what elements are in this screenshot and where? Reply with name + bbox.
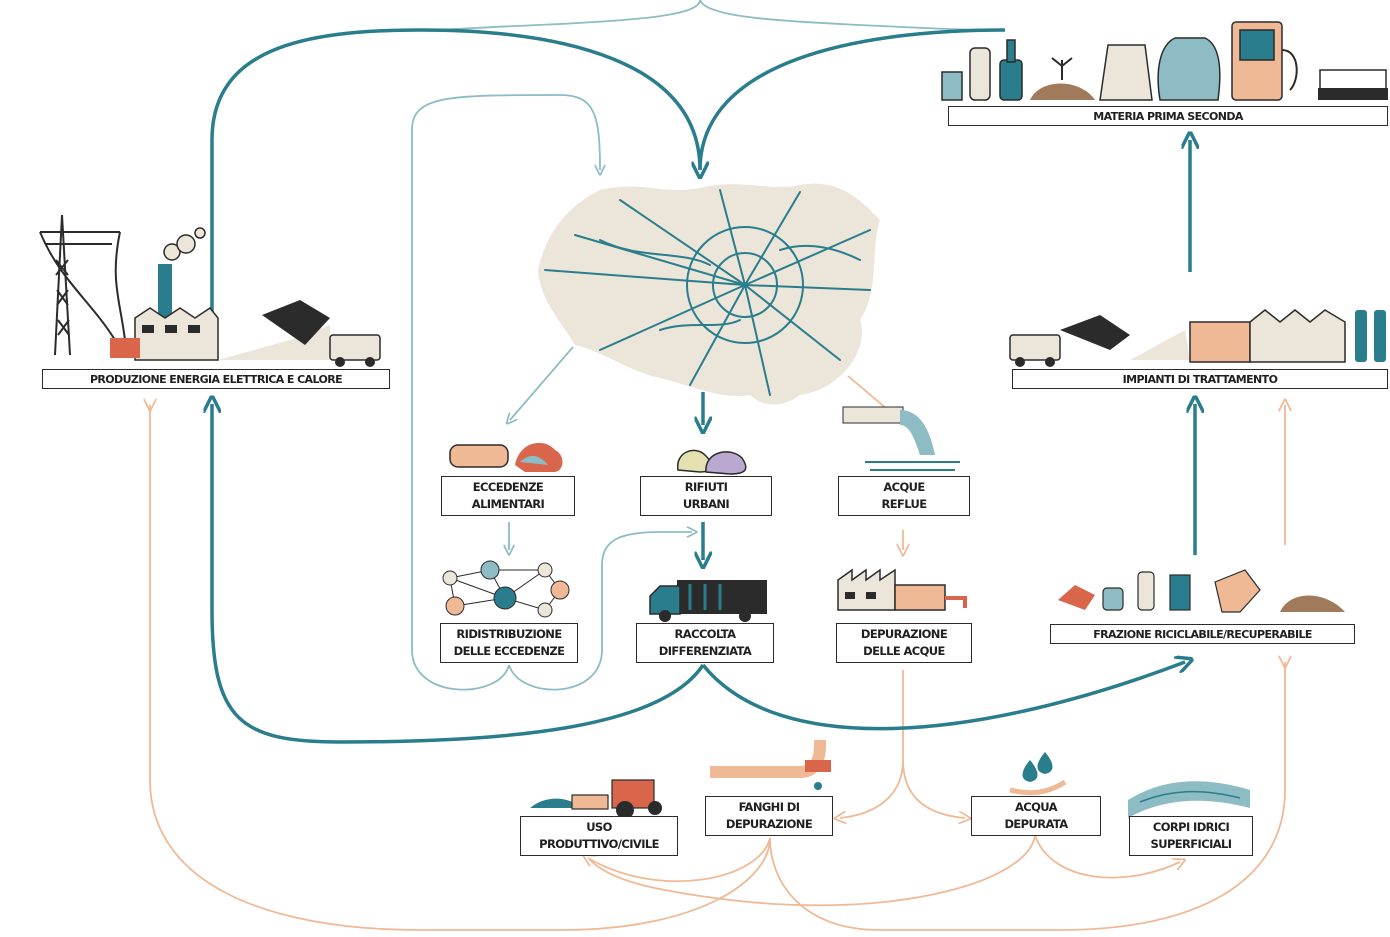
node-label-line2: DEPURAZIONE bbox=[725, 817, 813, 831]
node-label-line1: ACQUE bbox=[883, 480, 925, 494]
tractor-icon bbox=[530, 779, 662, 819]
node-label-line2: URBANI bbox=[682, 497, 730, 511]
peach-flows bbox=[150, 375, 1285, 931]
recyclable-fraction-icon bbox=[1058, 569, 1345, 613]
waste-bags-icon bbox=[677, 449, 747, 475]
node-ridistribuzione-eccedenze: RIDISTRIBUZIONE DELLE ECCEDENZE bbox=[440, 623, 578, 663]
food-surplus-icon bbox=[449, 442, 563, 472]
node-rifiuti-urbani: RIFIUTI URBANI bbox=[640, 476, 772, 516]
sludge-pipe-icon bbox=[710, 740, 831, 790]
river-icon bbox=[1128, 781, 1250, 818]
node-label-line2: REFLUE bbox=[881, 497, 927, 511]
node-label-line2: DEPURATA bbox=[1004, 817, 1068, 831]
teal-flows bbox=[212, 28, 1195, 744]
treatment-plant-icon bbox=[1009, 309, 1386, 367]
node-label-line2: DELLE ECCEDENZE bbox=[453, 644, 565, 658]
node-fanghi-depurazione: FANGHI DI DEPURAZIONE bbox=[705, 796, 833, 836]
node-label-line2: SUPERFICIALI bbox=[1150, 837, 1233, 851]
node-label: PRODUZIONE ENERGIA ELETTRICA E CALORE bbox=[89, 372, 343, 386]
water-treatment-plant-icon bbox=[837, 568, 967, 611]
node-label-line1: FANGHI DI bbox=[738, 800, 800, 814]
node-label-line1: USO bbox=[586, 820, 612, 834]
node-label: IMPIANTI DI TRATTAMENTO bbox=[1122, 372, 1278, 386]
node-label-line1: CORPI IDRICI bbox=[1152, 820, 1230, 834]
secondary-materials-icons bbox=[941, 21, 1388, 101]
node-uso-produttivo-civile: USO PRODUTTIVO/CIVILE bbox=[520, 816, 678, 856]
clean-water-hand-icon bbox=[1009, 752, 1067, 796]
node-materia-prima-seconda: MATERIA PRIMA SECONDA bbox=[948, 106, 1388, 126]
node-label-line1: ECCEDENZE bbox=[472, 480, 544, 494]
node-produzione-energia: PRODUZIONE ENERGIA ELETTRICA E CALORE bbox=[42, 369, 390, 389]
node-impianti-trattamento: IMPIANTI DI TRATTAMENTO bbox=[1012, 369, 1388, 389]
garbage-truck-icon bbox=[649, 580, 767, 622]
node-raccolta-differenziata: RACCOLTA DIFFERENZIATA bbox=[636, 623, 774, 663]
node-label: FRAZIONE RICICLABILE/RECUPERABILE bbox=[1093, 627, 1312, 641]
node-acque-reflue: ACQUE REFLUE bbox=[838, 476, 970, 516]
node-label-line2: DIFFERENZIATA bbox=[658, 644, 752, 658]
node-label-line1: RIFIUTI bbox=[684, 480, 728, 494]
node-label-line2: ALIMENTARI bbox=[471, 497, 545, 511]
wastewater-pipe-icon bbox=[842, 406, 960, 471]
node-label-line1: ACQUA bbox=[1014, 800, 1058, 814]
node-label-line1: RIDISTRIBUZIONE bbox=[456, 627, 562, 641]
node-label-line2: PRODUTTIVO/CIVILE bbox=[539, 837, 659, 851]
milan-map-icon bbox=[538, 183, 880, 405]
node-frazione-riciclabile: FRAZIONE RICICLABILE/RECUPERABILE bbox=[1050, 624, 1355, 644]
node-depurazione-acque: DEPURAZIONE DELLE ACQUE bbox=[836, 623, 972, 663]
node-corpi-idrici: CORPI IDRICI SUPERFICIALI bbox=[1129, 816, 1253, 856]
node-label-line1: DEPURAZIONE bbox=[860, 627, 948, 641]
node-label-line2: DELLE ACQUE bbox=[863, 644, 945, 658]
node-label: MATERIA PRIMA SECONDA bbox=[1093, 109, 1243, 123]
node-eccedenze-alimentari: ECCEDENZE ALIMENTARI bbox=[441, 476, 575, 516]
node-acqua-depurata: ACQUA DEPURATA bbox=[971, 796, 1101, 836]
redistribution-network-icon bbox=[442, 560, 570, 618]
node-label-line1: RACCOLTA bbox=[674, 627, 736, 641]
power-plant-icon bbox=[39, 214, 381, 367]
